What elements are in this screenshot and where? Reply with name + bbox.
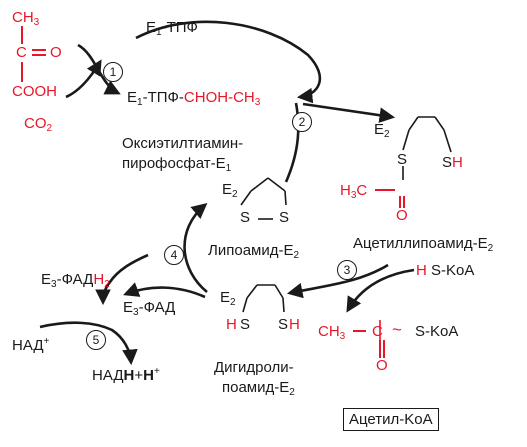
structure-bonds bbox=[240, 116, 452, 345]
acetyllipoamide-s: S bbox=[397, 151, 408, 168]
e1-tpp-label: E1-ТПФ bbox=[146, 19, 198, 38]
acetyl-skoa: S-KoA bbox=[415, 323, 459, 340]
co2-label: CO2 bbox=[24, 115, 53, 134]
dihydrolipoamide-s1: S bbox=[240, 316, 251, 333]
acetyllipoamide-label: Ацетиллипоамид-E2 bbox=[353, 235, 494, 254]
dihydrolipoamide-e2: E2 bbox=[220, 289, 236, 308]
acetyl-thioester-tilde: ~ bbox=[392, 320, 402, 339]
e3-fad: E3-ФАД bbox=[123, 299, 176, 318]
hydroxyethyl-tpp-line1: Оксиэтилтиамин- bbox=[122, 135, 244, 152]
nadh-plus-h: НАДH+H+ bbox=[92, 366, 160, 384]
step-3-marker: 3 bbox=[337, 260, 357, 280]
e3-fadh2: E3-ФАДH2 bbox=[41, 271, 110, 290]
acetyl-koa-box: Ацетил-KoA bbox=[343, 408, 439, 431]
lipoamide-s1: S bbox=[240, 209, 251, 226]
acetyllipoamide-h3c: H3C bbox=[340, 182, 368, 201]
acetyl-o: O bbox=[376, 357, 388, 374]
acetyllipoamide-o: O bbox=[396, 207, 408, 224]
lipoamide-e2: E2 bbox=[222, 181, 238, 200]
dihydrolipoamide-line1: Дигидроли- bbox=[214, 359, 294, 376]
acetyl-ch3: CH3 bbox=[318, 323, 346, 342]
dihydrolipoamide-s2: S bbox=[278, 316, 289, 333]
pyruvate-carbonyl-c: C bbox=[16, 44, 27, 61]
acetyl-bonds bbox=[353, 189, 405, 358]
step-5-marker: 5 bbox=[86, 330, 106, 350]
step-1-marker: 1 bbox=[103, 62, 123, 82]
e1-tpp-hydroxyethyl: E1-ТПФ-CHOH-CH3 bbox=[127, 89, 261, 108]
lipoamide-label: Липоамид-E2 bbox=[208, 242, 300, 261]
step-4-marker: 4 bbox=[164, 245, 184, 265]
dihydrolipoamide-sh-h: H bbox=[289, 316, 300, 333]
pyruvate-cooh: COOH bbox=[12, 83, 57, 100]
acetyllipoamide-sh: SH bbox=[442, 154, 463, 171]
pyruvate-carbonyl-o: O bbox=[50, 44, 62, 61]
hs-koa: H S-KoA bbox=[416, 262, 475, 279]
lipoamide-s2: S bbox=[279, 209, 290, 226]
step-2-marker: 2 bbox=[292, 112, 312, 132]
dihydrolipoamide-line2: поамид-E2 bbox=[222, 379, 295, 398]
pyruvate-ch3: CH3 bbox=[12, 9, 40, 28]
dihydrolipoamide-h: H bbox=[226, 316, 237, 333]
pyruvate-bonds bbox=[21, 26, 46, 82]
nad-plus: НАД+ bbox=[12, 336, 50, 354]
acetyllipoamide-e2: E2 bbox=[374, 121, 390, 140]
acetyl-c: C bbox=[372, 323, 383, 340]
reaction-arrows bbox=[39, 20, 415, 366]
hydroxyethyl-tpp-line2: пирофосфат-E1 bbox=[122, 155, 232, 174]
